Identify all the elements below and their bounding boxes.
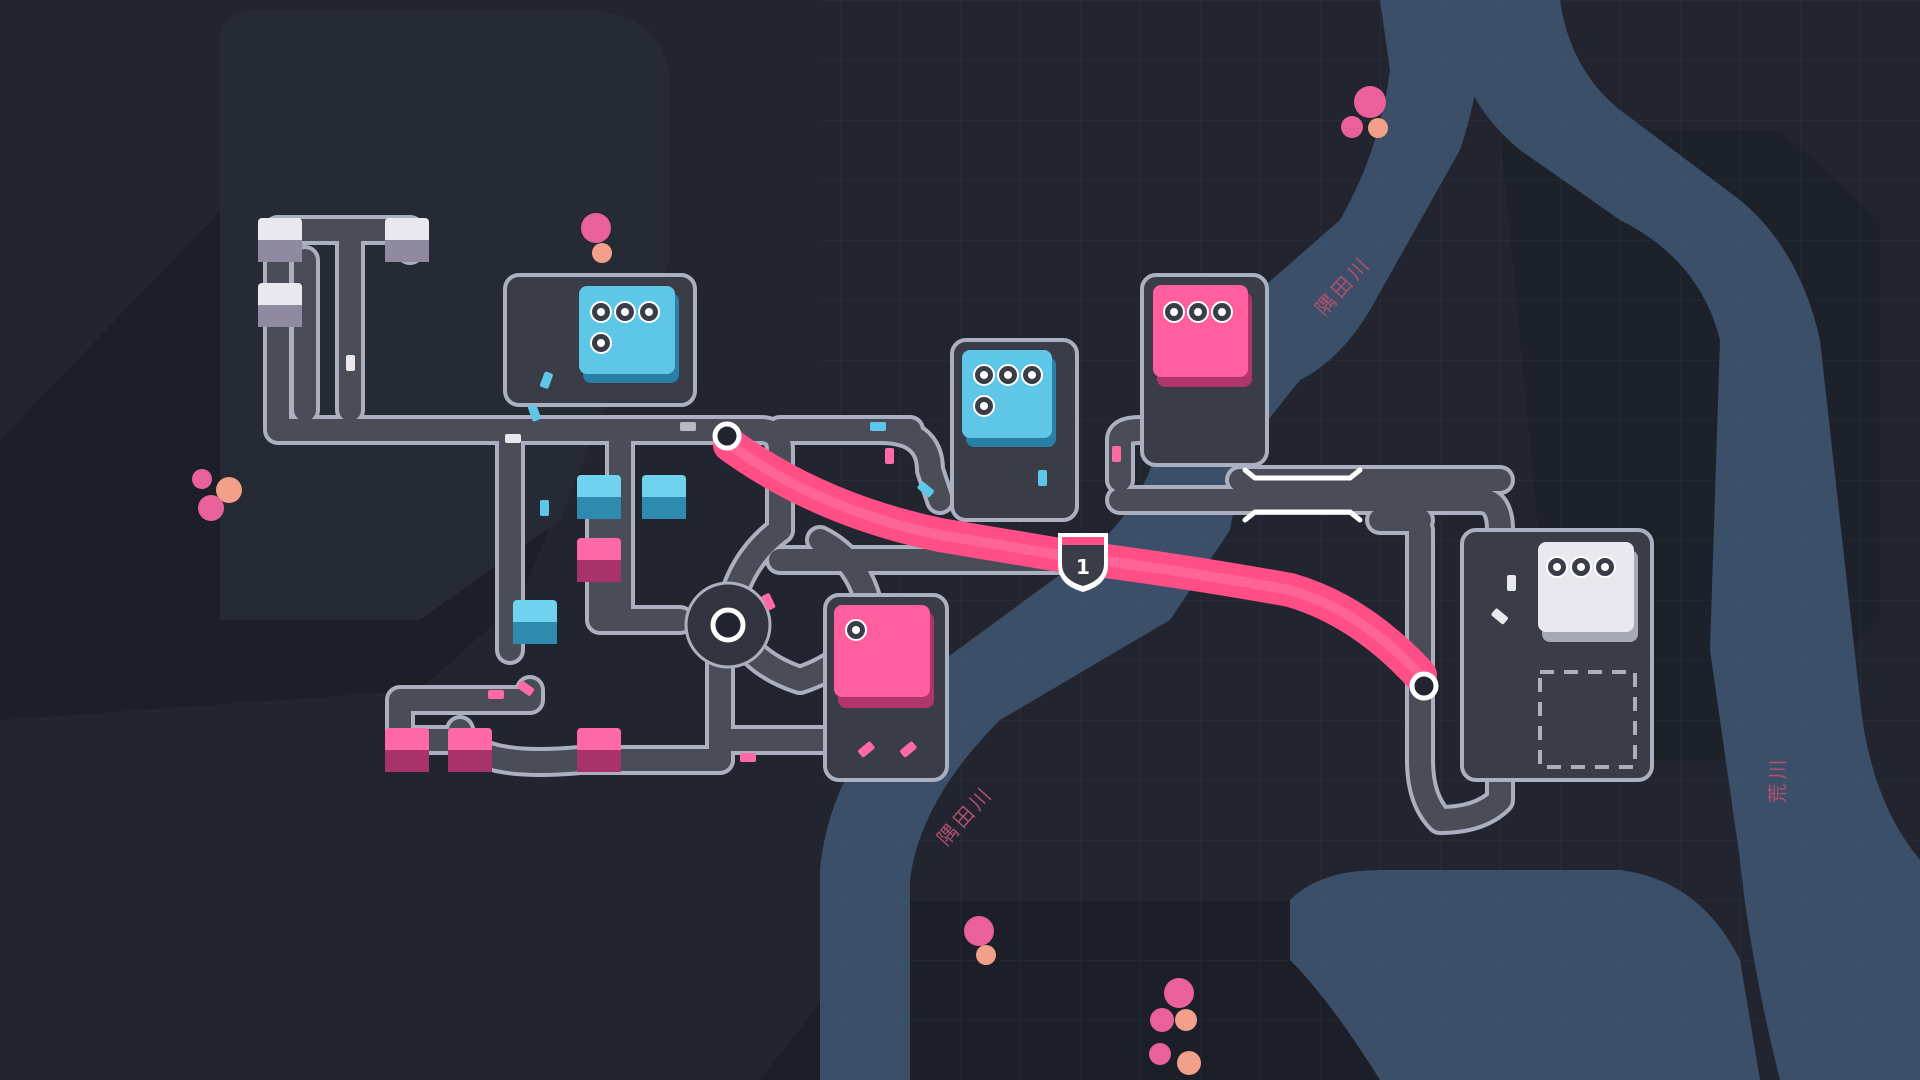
house-white	[385, 218, 429, 262]
car-white	[1491, 608, 1508, 625]
tree	[1150, 1008, 1174, 1032]
car-pink	[900, 741, 917, 758]
tree	[1177, 1051, 1201, 1075]
trees	[192, 86, 1388, 1075]
destination-pink-2[interactable]	[834, 605, 934, 708]
car-pink	[761, 593, 776, 611]
tree	[198, 495, 224, 521]
river-label-arakawa: 荒川	[1765, 755, 1790, 804]
pin-icon	[590, 332, 612, 354]
car-pink	[858, 741, 875, 758]
tree	[976, 945, 996, 965]
tree	[1354, 86, 1386, 118]
car-blue	[540, 371, 553, 389]
pin-icon	[1546, 556, 1568, 578]
house-pink	[577, 728, 621, 772]
pin-icon	[614, 301, 636, 323]
car-white	[680, 422, 696, 431]
bridge	[1242, 467, 1363, 523]
pin-icon	[973, 395, 995, 417]
tree	[192, 469, 212, 489]
pin-icon	[1570, 556, 1592, 578]
car-pink	[517, 680, 535, 696]
houses[interactable]	[258, 218, 686, 772]
tree	[1149, 1043, 1171, 1065]
tree	[592, 243, 612, 263]
house-pink	[577, 538, 621, 582]
car-blue	[917, 481, 934, 498]
pin-icon	[997, 364, 1019, 386]
highway-shield-icon: 1	[1058, 533, 1108, 592]
house-pink	[385, 728, 429, 772]
pin-icon	[845, 619, 867, 641]
pin-icon	[973, 364, 995, 386]
pin-icon	[590, 301, 612, 323]
car-pink	[885, 448, 894, 464]
highway-endpoint[interactable]	[712, 421, 742, 451]
pin-icon	[1163, 301, 1185, 323]
car-blue	[870, 422, 886, 431]
car-blue	[1038, 470, 1047, 486]
tree	[1164, 978, 1194, 1008]
house-blue	[577, 475, 621, 519]
car-white	[346, 355, 355, 371]
car-white	[1507, 575, 1516, 591]
tree	[581, 213, 611, 243]
pin-icon	[1594, 556, 1616, 578]
demand-pins	[590, 301, 1616, 641]
destination-pink-1[interactable]	[1153, 285, 1252, 387]
highway[interactable]: 1	[712, 421, 1439, 701]
car-blue	[528, 404, 541, 422]
tree	[1368, 118, 1388, 138]
highway-endpoint[interactable]	[1409, 671, 1439, 701]
roundabout-center	[710, 607, 746, 643]
pin-icon	[1021, 364, 1043, 386]
house-white	[258, 218, 302, 262]
car-blue	[540, 500, 549, 516]
car-pink	[740, 753, 756, 762]
pin-icon	[1187, 301, 1209, 323]
tree	[964, 916, 994, 946]
house-blue	[513, 600, 557, 644]
car-pink	[488, 690, 504, 699]
house-blue	[642, 475, 686, 519]
pin-icon	[1211, 301, 1233, 323]
house-pink	[448, 728, 492, 772]
cars	[346, 355, 1516, 762]
tree	[1341, 116, 1363, 138]
destination-blue-1[interactable]	[579, 286, 679, 383]
car-pink	[1112, 446, 1121, 462]
terrain-raised	[220, 10, 670, 620]
house-white	[258, 283, 302, 327]
pin-icon	[638, 301, 660, 323]
highway-number: 1	[1076, 555, 1090, 579]
tree	[216, 477, 242, 503]
tree	[1175, 1009, 1197, 1031]
car-white	[505, 434, 521, 443]
